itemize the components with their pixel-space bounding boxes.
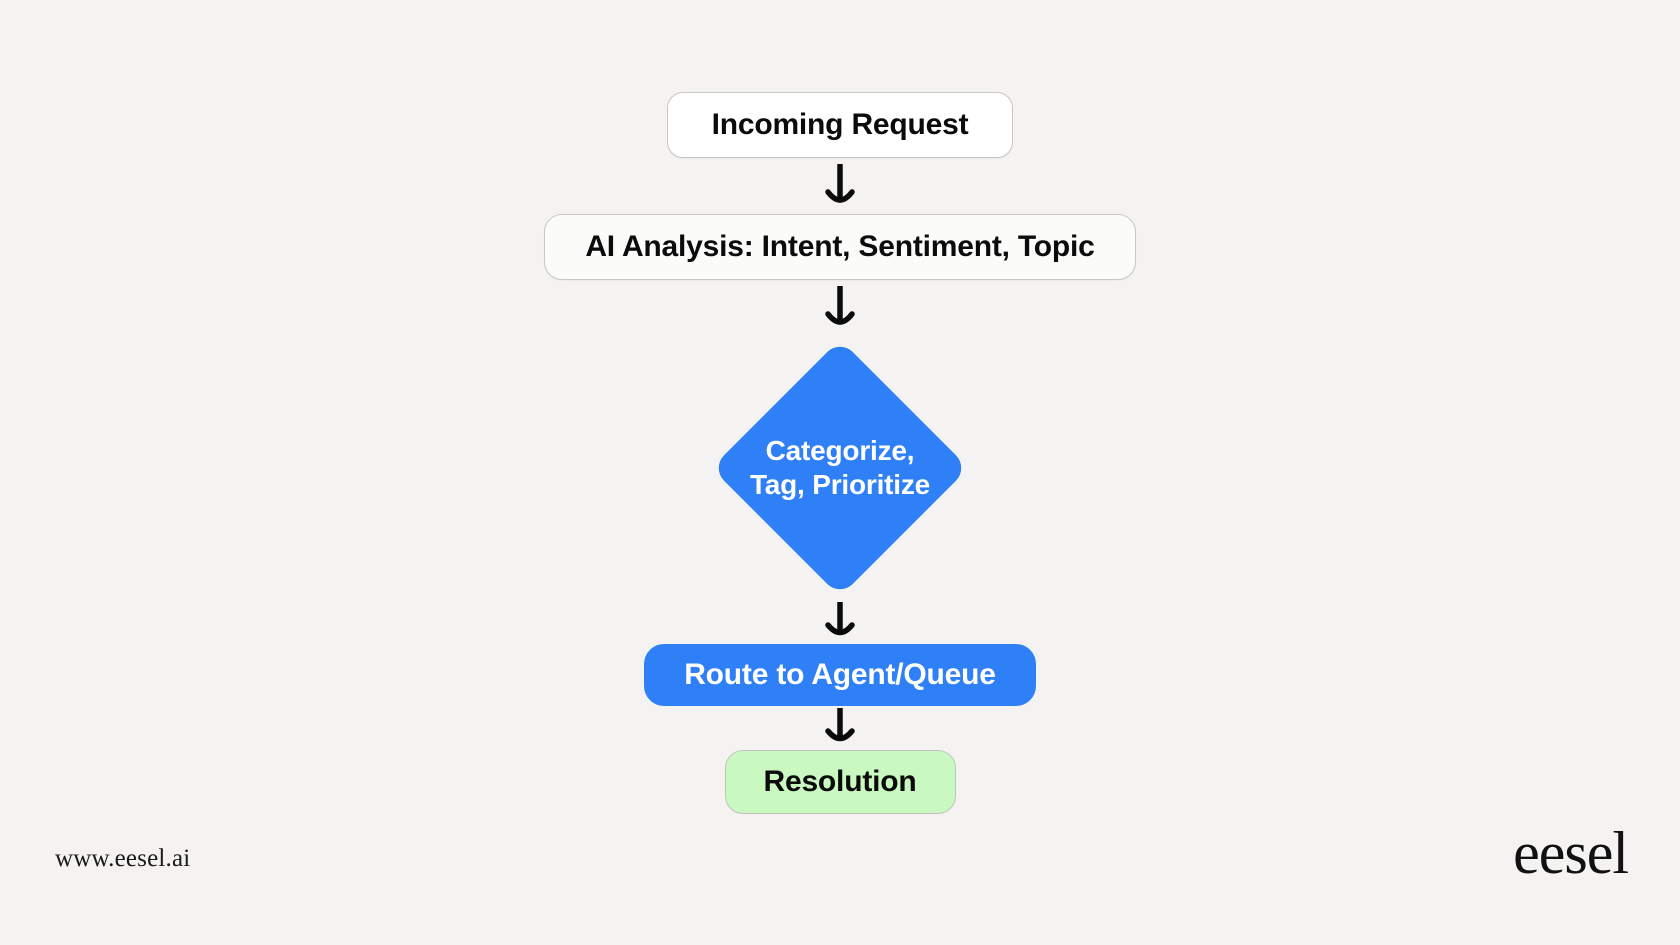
- flow-node-resolution: Resolution: [724, 750, 956, 814]
- flow-node-label: AI Analysis: Intent, Sentiment, Topic: [585, 230, 1095, 263]
- flow-node-label: Incoming Request: [711, 108, 969, 141]
- down-arrow-icon: [825, 708, 855, 742]
- flow-node-ai-analysis: AI Analysis: Intent, Sentiment, Topic: [544, 214, 1136, 280]
- footer-website-url: www.eesel.ai: [55, 845, 191, 872]
- flow-node-incoming-request: Incoming Request: [666, 92, 1014, 158]
- flow-node-label-line-1: Categorize,: [765, 435, 915, 467]
- flow-node-route-to-agent-queue: Route to Agent/Queue: [644, 644, 1036, 706]
- down-arrow-icon: [825, 602, 855, 636]
- flow-node-label: Resolution: [763, 765, 917, 798]
- down-arrow-icon: [825, 164, 855, 203]
- flowchart: Incoming Request AI Analysis: Intent, Se…: [0, 92, 1680, 814]
- eesel-logo: eesel: [1513, 820, 1629, 886]
- flow-node-label-line-2: Tag, Prioritize: [749, 469, 931, 500]
- flow-node-label: Categorize, Tag, Prioritize: [750, 434, 930, 501]
- flow-node-label: Route to Agent/Queue: [684, 658, 996, 691]
- down-arrow-icon: [825, 286, 855, 325]
- flow-node-categorize-tag-prioritize: Categorize, Tag, Prioritize: [708, 336, 972, 600]
